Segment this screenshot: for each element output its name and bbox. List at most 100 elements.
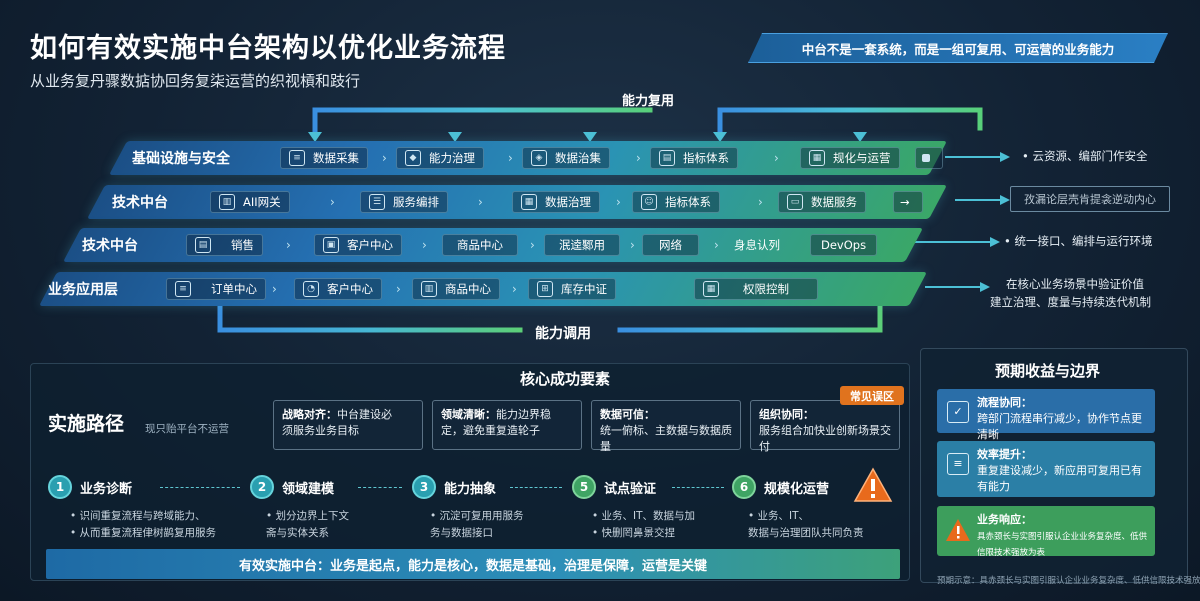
- step-6-title: 规模化运营: [764, 482, 830, 497]
- chevron-right-icon: ›: [286, 238, 291, 252]
- flow-icon: ⊞: [537, 281, 553, 297]
- step-connector: [358, 487, 402, 488]
- chevron-right-icon: ›: [512, 282, 517, 296]
- capability-metrics-2[interactable]: ☺指标体系: [632, 191, 720, 213]
- monitor-icon: ▭: [787, 194, 803, 210]
- document-icon: ≡: [947, 453, 969, 475]
- arrow-right-pill[interactable]: →: [893, 191, 923, 213]
- chevron-right-icon: ›: [478, 195, 483, 209]
- factor-data: 数据可信： 统一俯标、主数据与数据质量: [591, 400, 741, 453]
- dashboard-icon: ▦: [809, 150, 825, 166]
- factor-strategy: 战略对齐：中台建设必 须服务业务目标: [273, 400, 423, 450]
- implementation-path-title: 实施路径: [48, 413, 125, 435]
- warning-icon: [946, 519, 970, 541]
- step-1-number: 1: [48, 475, 72, 499]
- benefits-footnote: 预期示意：具赤颈长与实图引服认企业业务复杂度、低供信限技术强放为准: [937, 576, 1200, 586]
- note-business-validation: 在核心业务场景中验证价值: [1006, 277, 1144, 291]
- capability-product-center[interactable]: 商品中心: [442, 234, 518, 256]
- server-icon: ≡: [289, 150, 305, 166]
- step-2-number: 2: [250, 475, 274, 499]
- capability-product-center-2[interactable]: ▥商品中心: [412, 278, 500, 300]
- table-icon: ▥: [421, 281, 437, 297]
- capability-configuration[interactable]: 泯逵鄹用: [544, 234, 620, 256]
- bars-icon: ▥: [219, 194, 235, 210]
- key-message-banner: 中台不是一套系统，而是一组可复用、可运营的业务能力: [748, 33, 1168, 63]
- layer-label-tech-2: 技术中台: [82, 238, 138, 254]
- capability-inventory[interactable]: ⊞库存中证: [528, 278, 616, 300]
- step-3-title: 能力抽象: [444, 482, 497, 497]
- step-6-number: 6: [732, 475, 756, 499]
- note-infrastructure: • 云资源、编部门作安全: [1022, 149, 1148, 163]
- step-2-desc: • 划分边界上下文 斋与实体关系: [266, 510, 350, 539]
- implementation-path-note: 现只贻平台不运营: [145, 423, 229, 435]
- capability-metrics[interactable]: ▤指标体系: [650, 147, 738, 169]
- capability-customer-center-2[interactable]: ◔客户中心: [294, 278, 382, 300]
- capability-order-center[interactable]: ≡订单中心: [166, 278, 266, 300]
- chevron-right-icon: ›: [774, 151, 779, 165]
- note-tech-platform: • 统一接口、编排与运行环境: [1004, 234, 1153, 248]
- step-5-desc: • 业务、IT、数据与加• 快删罔鼻景交捏: [592, 510, 696, 539]
- step-connector: [672, 487, 724, 488]
- chevron-right-icon: ›: [508, 151, 513, 165]
- capability-identity[interactable]: 身息认列: [734, 238, 780, 252]
- capability-orchestration[interactable]: ☰服务编排: [360, 191, 448, 213]
- benefits-title: 预期收益与边界: [995, 362, 1101, 380]
- benefit-response: 业务响应：具赤颈长与实图引服认企业业务复杂度、低供信限技术强放为表: [937, 506, 1155, 558]
- capability-network[interactable]: 网络: [642, 234, 699, 256]
- cart-icon: ≡: [175, 281, 191, 297]
- factor-organization: 组织协同： 服务组合加快业创新场景交付: [750, 400, 900, 453]
- capability-api-gateway[interactable]: ▥AII网关: [210, 191, 290, 213]
- checklist-icon: ✓: [947, 401, 969, 423]
- page-subtitle: 从业务复丹骤数掂协回务复柒运营的织视槓和跂行: [30, 72, 361, 90]
- document-icon: ▤: [195, 237, 211, 253]
- toggle-pill-icon[interactable]: [915, 147, 943, 169]
- capability-data-governance[interactable]: ▦数据治理: [512, 191, 600, 213]
- grid-icon: ▦: [521, 194, 537, 210]
- layer-label-infrastructure: 基础设施与安全: [132, 151, 230, 167]
- step-5-number: 5: [572, 475, 596, 499]
- summary-bar: 有效实施中台：业务是起点，能力是核心，数据是基础，治理是保障，运营是关键: [46, 549, 900, 579]
- capability-ops[interactable]: ▦规化与运营: [800, 147, 900, 169]
- core-factors-title: 核心成功要素: [520, 370, 611, 388]
- calendar-icon: ▦: [703, 281, 719, 297]
- chevron-right-icon: ›: [630, 238, 635, 252]
- step-5-title: 试点验证: [604, 482, 657, 497]
- benefit-process: ✓ 流程协同：跨部门流程串行减少，协作节点更清晰: [937, 389, 1155, 441]
- benefit-efficiency: ≡ 效率提升：重复建设减少，新应用可复用已有有能力: [937, 441, 1155, 497]
- reuse-arrow-heads: [308, 132, 867, 142]
- capability-data-set[interactable]: ◈数据治集: [522, 147, 610, 169]
- common-pitfalls-tag[interactable]: 常见误区: [840, 386, 904, 405]
- chevron-right-icon: ›: [714, 238, 719, 252]
- right-connector-arrows: [915, 156, 1000, 288]
- capability-data-service[interactable]: ▭数据服务: [778, 191, 866, 213]
- chevron-right-icon: ›: [422, 238, 427, 252]
- warning-icon: [853, 467, 893, 502]
- step-2-title: 领域建模: [282, 482, 335, 497]
- diamond-icon: ◆: [405, 150, 421, 166]
- reuse-label: 能力复用: [622, 94, 675, 109]
- success-factors-panel: [30, 363, 910, 581]
- layer-label-business-apps: 业务应用层: [48, 282, 118, 298]
- step-connector: [160, 487, 240, 488]
- reuse-arrow-top: [312, 107, 983, 135]
- chat-icon: ◔: [303, 281, 319, 297]
- chevron-right-icon: ›: [382, 151, 387, 165]
- invoke-arrow-bottom: [217, 302, 883, 333]
- capability-data-collection[interactable]: ≡数据采集: [280, 147, 368, 169]
- capability-access-control[interactable]: ▦权限控制: [694, 278, 818, 300]
- capability-sales[interactable]: ▤销售: [186, 234, 263, 256]
- note-data-layer-box: 孜漏论层壳肯提衾逆动内心: [1010, 186, 1170, 212]
- chevron-right-icon: ›: [396, 282, 401, 296]
- note-business-iteration: 建立治理、度量与持续迭代机制: [990, 295, 1151, 309]
- chevron-right-icon: ›: [636, 151, 641, 165]
- step-3-desc: • 沉淀可复用用服务 务与数据接口: [430, 510, 524, 539]
- capability-devops[interactable]: DevOps: [810, 234, 878, 256]
- chevron-right-icon: ›: [330, 195, 335, 209]
- chevron-right-icon: ›: [272, 282, 277, 296]
- shield-icon: ◈: [531, 150, 547, 166]
- id-card-icon: ▣: [323, 237, 339, 253]
- capability-governance[interactable]: ◆能力治理: [396, 147, 484, 169]
- chart-icon: ▤: [659, 150, 675, 166]
- capability-customer-center[interactable]: ▣客户中心: [314, 234, 402, 256]
